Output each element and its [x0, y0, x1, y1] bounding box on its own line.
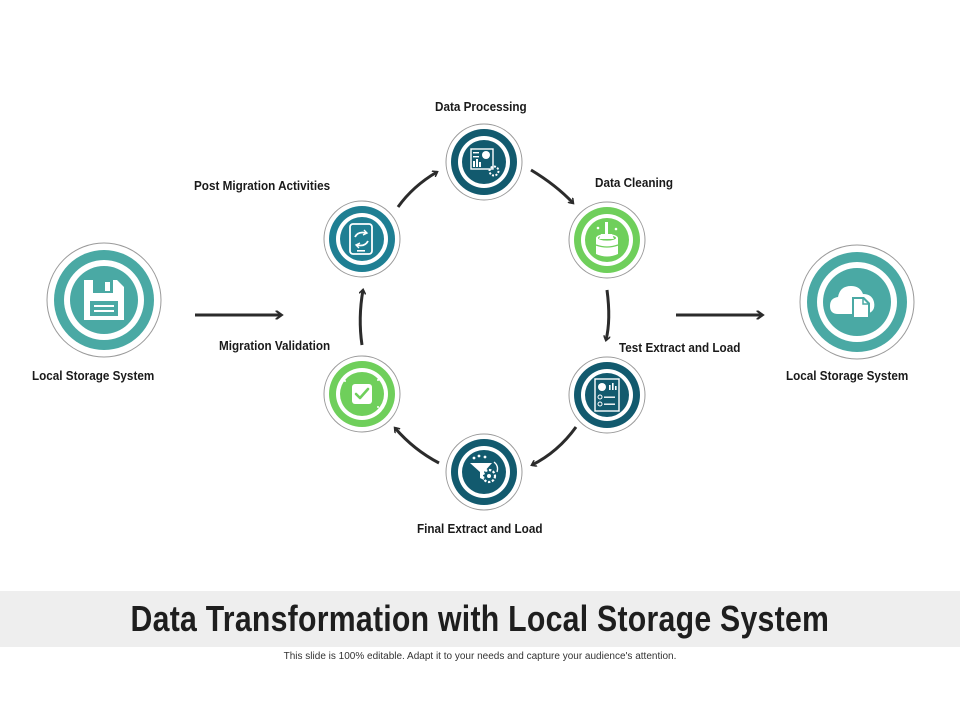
node-migration-validation — [323, 355, 401, 433]
node-source — [46, 242, 162, 358]
label-migration-validation: Migration Validation — [219, 338, 331, 353]
page-title: Data Transformation with Local Storage S… — [130, 598, 830, 639]
node-data-processing — [445, 123, 523, 201]
cycle-arrow-test-to-final — [532, 426, 578, 465]
floppy-disk-icon — [84, 280, 124, 320]
cycle-diagram — [46, 123, 915, 511]
footnote: This slide is 100% editable. Adapt it to… — [283, 651, 677, 662]
mobile-sync-icon — [349, 223, 373, 255]
label-target: Local Storage System — [786, 368, 909, 383]
label-data-cleaning: Data Cleaning — [595, 175, 674, 190]
cycle-arrow-cleaning-to-test — [606, 289, 609, 340]
label-post-migration: Post Migration Activities — [194, 178, 331, 193]
analytics-report-icon — [594, 378, 620, 412]
report-dashboard-icon — [470, 148, 500, 177]
node-post-migration — [323, 200, 401, 278]
cloud-document-icon — [830, 286, 875, 319]
checkmark-icon — [344, 379, 379, 408]
node-data-cleaning — [568, 201, 646, 279]
node-test-extract-load — [568, 356, 646, 434]
label-test-extract-load: Test Extract and Load — [619, 340, 741, 355]
label-source: Local Storage System — [32, 368, 155, 383]
label-data-processing: Data Processing — [435, 99, 527, 114]
node-final-extract-load — [445, 433, 523, 511]
title-band: Data Transformation with Local Storage S… — [0, 591, 960, 647]
node-target — [799, 244, 915, 360]
database-cleaning-icon — [595, 222, 619, 257]
cycle-arrow-processing-to-cleaning — [530, 168, 573, 203]
funnel-gear-icon — [470, 454, 499, 484]
cycle-arrow-post-to-processing — [396, 172, 437, 208]
label-final-extract-load: Final Extract and Load — [417, 521, 543, 536]
cycle-arrow-validation-to-post — [358, 290, 363, 346]
cycle-arrow-final-to-validation — [395, 428, 440, 465]
